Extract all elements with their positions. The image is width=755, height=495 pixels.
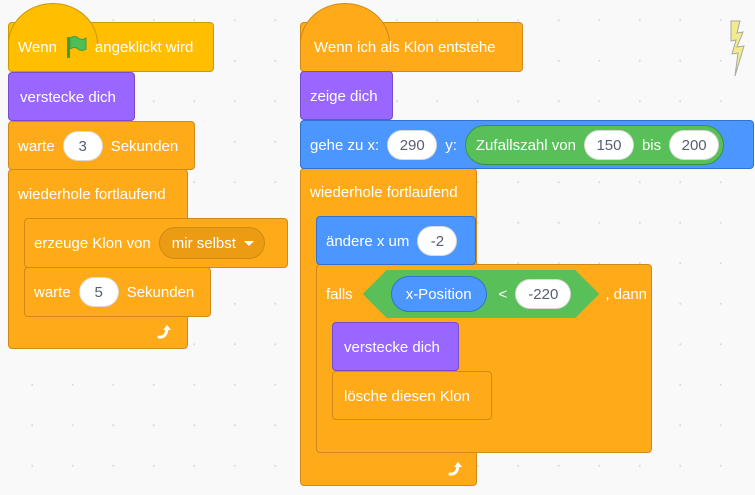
random-reporter[interactable]: Zufallszahl von 150 bis 200 [464,125,725,165]
x-position-reporter[interactable]: x-Position [391,276,487,312]
loop-arrow-icon [157,325,171,339]
goto-xy-block[interactable]: gehe zu x: 290 y: Zufallszahl von 150 bi… [300,120,754,169]
seconds-label: Sekunden [110,137,179,155]
green-flag-icon [66,36,87,58]
delete-clone-block[interactable]: lösche diesen Klon [332,371,492,420]
forever-label: wiederhole fortlaufend [18,185,166,203]
change-x-input[interactable]: -2 [417,226,458,256]
clone-target-dropdown[interactable]: mir selbst [158,227,265,259]
x-position-label: x-Position [405,285,472,303]
dropdown-caret-icon [243,240,254,246]
x-input[interactable]: 290 [387,130,438,160]
show-label: zeige dich [310,87,378,105]
then-label: , dann [605,285,648,303]
hide-block[interactable]: verstecke dich [8,72,135,121]
when-label: Wenn [18,38,57,56]
change-x-label: ändere x um [326,232,410,250]
less-than-symbol: < [498,285,508,303]
clicked-label: angeklickt wird [94,38,194,56]
wait-block[interactable]: warte 3 Sekunden [8,121,195,170]
hide-label: verstecke dich [344,338,440,356]
loop-arrow-icon [448,462,462,476]
when-clone-starts-block[interactable]: Wenn ich als Klon entstehe [300,3,523,72]
create-clone-label: erzeuge Klon von [34,234,151,252]
random-from-input[interactable]: 150 [583,130,634,160]
delete-clone-label: lösche diesen Klon [344,387,470,405]
when-flag-clicked-block[interactable]: Wenn angeklickt wird [8,3,214,72]
if-label: falls [326,285,353,303]
forever-label: wiederhole fortlaufend [310,184,458,201]
show-block[interactable]: zeige dich [300,71,393,120]
less-than-operator[interactable]: x-Position < -220 [363,270,600,318]
create-clone-block[interactable]: erzeuge Klon von mir selbst [24,218,288,268]
random-to-input[interactable]: 200 [669,130,720,160]
wait-label: warte [34,283,71,301]
hide-label: verstecke dich [20,88,116,106]
random-to-label: bis [641,136,662,154]
wait-block-2[interactable]: warte 5 Sekunden [24,267,211,317]
clone-target-value: mir selbst [171,234,236,252]
goto-label: gehe zu x: [310,136,380,154]
random-label: Zufallszahl von [475,136,576,154]
compare-value-input[interactable]: -220 [515,279,571,309]
hide-block[interactable]: verstecke dich [332,322,459,371]
wait-seconds-input[interactable]: 3 [62,131,103,161]
wait-label: warte [18,137,55,155]
lightning-bolt-icon [730,20,745,77]
wait-seconds-input[interactable]: 5 [78,277,119,307]
y-label: y: [445,136,457,154]
when-clone-label: Wenn ich als Klon entstehe [314,38,496,56]
seconds-label: Sekunden [126,283,195,301]
change-x-block[interactable]: ändere x um -2 [316,216,476,265]
